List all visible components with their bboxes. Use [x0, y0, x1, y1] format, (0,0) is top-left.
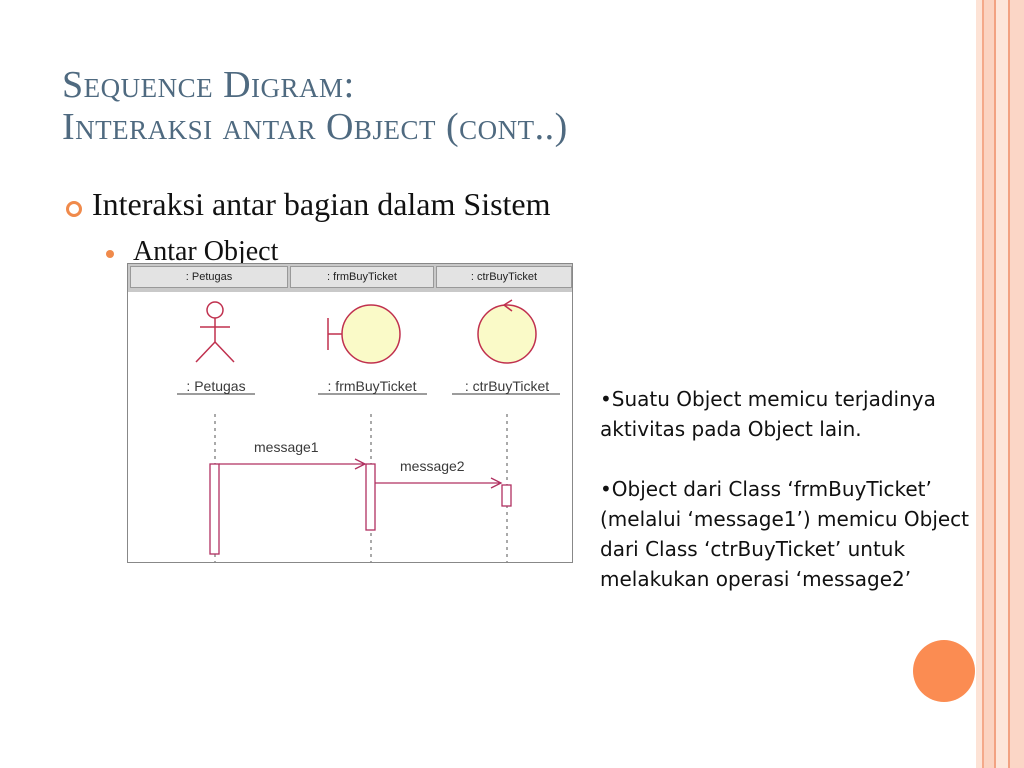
header-frmbuyticket: : frmBuyTicket — [290, 266, 434, 288]
note-1: •Suatu Object memicu terjadinya aktivita… — [600, 387, 936, 441]
activation-petugas — [209, 463, 220, 555]
decorative-circle — [913, 640, 975, 702]
header-ctrbuyticket: : ctrBuyTicket — [436, 266, 572, 288]
message-2-label: message2 — [400, 458, 465, 474]
sequence-diagram: : Petugas : frmBuyTicket : ctrBuyTicket … — [127, 263, 573, 563]
decorative-stripes — [976, 0, 1024, 768]
message-1-label: message1 — [254, 439, 319, 455]
boundary-icon — [327, 304, 401, 364]
diagram-canvas: : Petugas : frmBuyTicket : ctrBuyTicket … — [177, 299, 560, 562]
lifelines — [214, 414, 508, 562]
title-line-2: Interaksi antar Object (cont..) — [62, 106, 568, 148]
bullet-level-2-text: Antar Object — [133, 236, 279, 267]
bullet-level-1-text: Interaksi antar bagian dalam Sistem — [92, 186, 551, 222]
notes-panel: •Suatu Object memicu terjadinya aktivita… — [600, 384, 990, 624]
control-icon — [477, 299, 537, 364]
diagram-header-row: : Petugas : frmBuyTicket : ctrBuyTicket — [128, 264, 572, 292]
object-label-ctrbuyticket: : ctrBuyTicket — [465, 378, 549, 394]
ring-bullet-icon — [66, 201, 82, 217]
activation-ctrbuyticket — [501, 484, 512, 507]
header-petugas: : Petugas — [130, 266, 288, 288]
message-2-arrow — [375, 477, 503, 489]
message-1-arrow — [219, 458, 367, 470]
activation-frmbuyticket — [365, 463, 376, 531]
slide-title: Sequence Digram: Interaksi antar Object … — [62, 64, 568, 148]
object-label-frmbuyticket: : frmBuyTicket — [328, 378, 417, 394]
dot-bullet-icon — [106, 250, 114, 258]
actor-icon — [195, 301, 235, 363]
title-line-1: Sequence Digram: — [62, 64, 355, 106]
note-2: •Object dari Class ‘frmBuyTicket’ (melal… — [600, 477, 970, 591]
object-label-petugas: : Petugas — [186, 378, 245, 394]
